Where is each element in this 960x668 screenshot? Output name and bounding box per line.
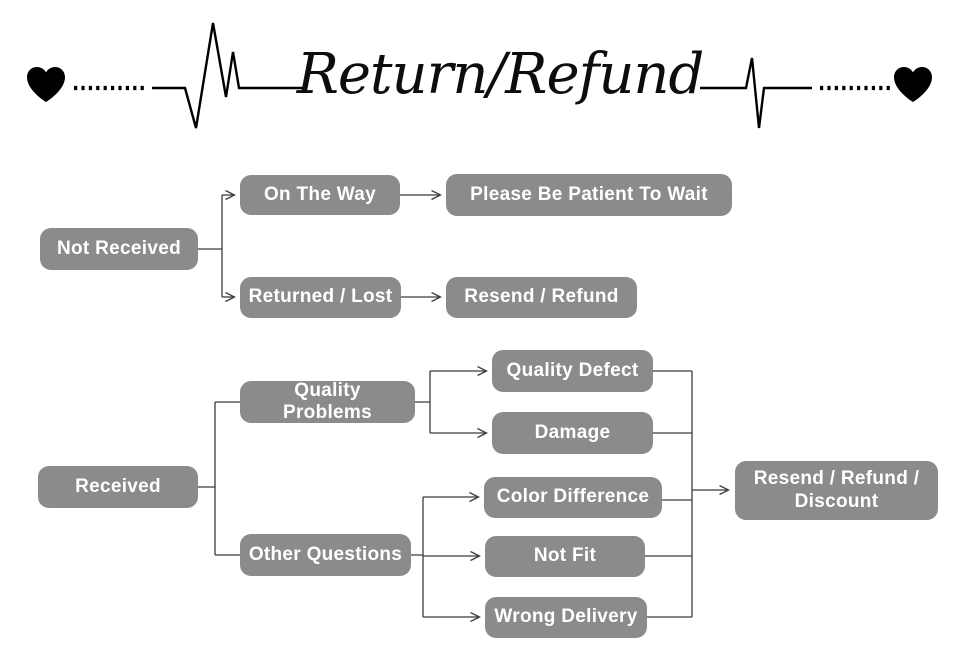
flow-box-color-difference: Color Difference	[484, 477, 662, 518]
edge-received-split	[198, 401, 240, 556]
flow-box-on-the-way: On The Way	[240, 175, 400, 215]
flow-box-resend-refund: Resend / Refund	[446, 277, 637, 318]
heart-icon	[894, 67, 932, 102]
flow-box-not-received: Not Received	[40, 228, 198, 270]
flow-box-not-fit: Not Fit	[485, 536, 645, 577]
flow-box-quality-defect: Quality Defect	[492, 350, 653, 392]
flow-box-returned-lost: Returned / Lost	[240, 277, 401, 318]
edge-collector	[645, 370, 693, 618]
flow-box-please-be-patient: Please Be Patient To Wait	[446, 174, 732, 216]
heartbeat-pulse-left	[152, 22, 303, 129]
page-title: Return/Refund	[296, 41, 705, 107]
flow-box-other-questions: Other Questions	[240, 534, 411, 576]
heartbeat-header-decoration	[27, 22, 932, 129]
flow-box-quality-problems: Quality Problems	[240, 380, 415, 423]
edge-other-questions-split	[411, 497, 424, 617]
edge-not-received-split	[198, 195, 223, 297]
heart-icon	[27, 67, 65, 102]
flow-box-damage: Damage	[492, 412, 653, 454]
edge-quality-problems-split	[415, 371, 431, 433]
heartbeat-pulse-right	[700, 57, 812, 129]
flow-box-received: Received	[38, 466, 198, 508]
flow-box-wrong-delivery: Wrong Delivery	[485, 597, 647, 638]
flow-box-resend-refund-discount: Resend / Refund / Discount	[735, 461, 938, 520]
